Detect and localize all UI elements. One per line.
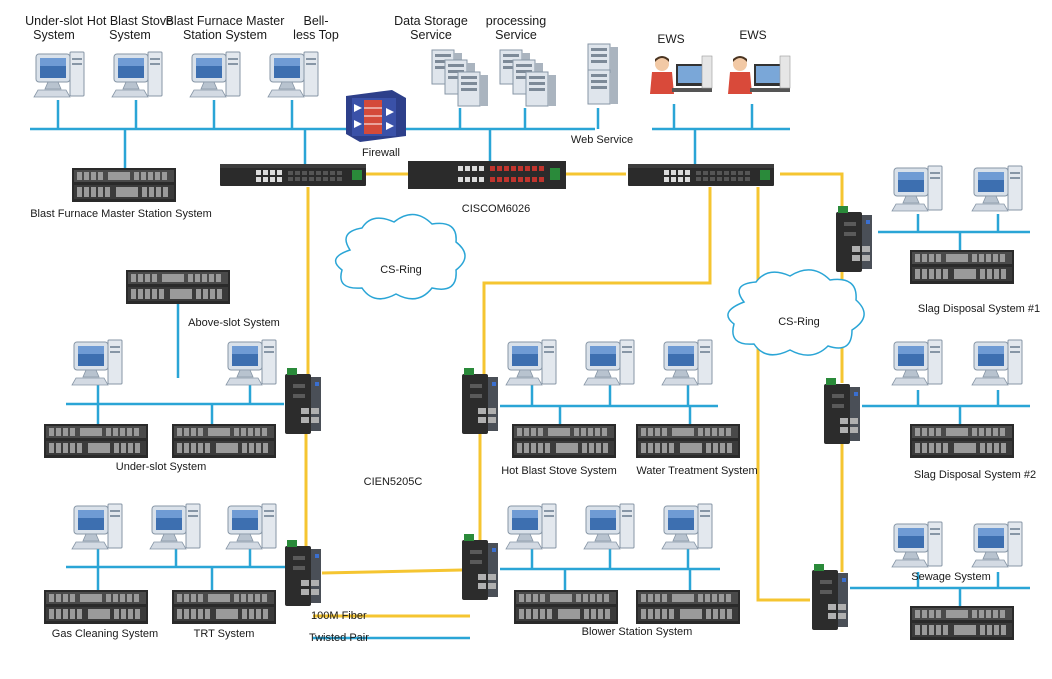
processing-servers — [499, 49, 557, 107]
blower-workstation — [583, 503, 635, 550]
cien-switch — [285, 368, 321, 434]
trt-server — [172, 590, 276, 624]
label-under-slot-system: Under-slot System — [25, 14, 83, 42]
gas-cleaning-server — [44, 590, 148, 624]
hot-blast-server — [512, 424, 616, 458]
fiber-link — [780, 172, 844, 208]
above-slot-server — [126, 270, 230, 304]
under-slot-workstation — [71, 339, 123, 386]
label-web-service: Web Service — [570, 134, 634, 146]
bf-master-server — [72, 168, 176, 202]
twisted-pair-links — [30, 100, 1030, 640]
legend-twisted-pair-label: Twisted Pair — [309, 632, 369, 644]
fiber-link — [321, 568, 463, 575]
rack-switch-left — [220, 164, 366, 186]
fiber-link — [482, 187, 712, 375]
cien-switch — [462, 368, 498, 434]
label-trt-system: TRT System — [193, 628, 255, 640]
label-firewall: Firewall — [362, 147, 400, 159]
cien-switch — [812, 564, 848, 630]
slag-2-workstation — [891, 339, 943, 386]
under-slot-server — [44, 424, 148, 458]
label-ews: EWS — [739, 28, 767, 42]
legend-fiber-label: 100M Fiber — [311, 610, 367, 622]
label-hot-blast-stove-system: Hot Blast Stove System — [86, 14, 174, 42]
label-ews: EWS — [657, 32, 685, 46]
hot-blast-workstation — [583, 339, 635, 386]
cien-switch — [836, 206, 872, 272]
sewage-workstation — [891, 521, 943, 568]
fiber-link — [756, 187, 810, 602]
fiber-links — [304, 172, 844, 618]
ews-workstation — [727, 55, 791, 95]
label-blower-station-system: Blower Station System — [581, 626, 693, 638]
label-sewage-system: Sewage System — [911, 571, 991, 583]
ews-workstation — [649, 55, 713, 95]
label-under-slot-system: Under-slot System — [115, 461, 207, 473]
cien-switch — [462, 534, 498, 600]
label-gas-cleaning-system: Gas Cleaning System — [51, 628, 159, 640]
label-cs-ring: CS-Ring — [380, 264, 422, 276]
sewage-workstation — [971, 521, 1023, 568]
trt-workstation — [225, 503, 277, 550]
blower-server — [514, 590, 618, 624]
cs-ring-cloud — [334, 213, 466, 300]
under-slot-workstation — [33, 51, 85, 98]
hot-blast-workstation — [111, 51, 163, 98]
firewall-icon — [346, 90, 406, 142]
slag-1-server — [910, 250, 1014, 284]
slag-1-workstation — [891, 165, 943, 212]
bf-master-workstation — [189, 51, 241, 98]
data-storage-servers — [431, 49, 489, 107]
label-hot-blast-stove-system: Hot Blast Stove System — [501, 465, 617, 477]
blower-workstation — [505, 503, 557, 550]
label-slag-disposal-2: Slag Disposal System #2 — [913, 469, 1037, 481]
web-server — [587, 43, 619, 105]
blower-server — [636, 590, 740, 624]
trt-workstation — [149, 503, 201, 550]
label-water-treatment-system: Water Treatment System — [636, 465, 758, 477]
slag-2-server — [910, 424, 1014, 458]
gas-cleaning-workstation — [71, 503, 123, 550]
rack-switch-right — [628, 164, 774, 186]
label-data-storage-service: Data Storage Service — [394, 14, 468, 42]
under-slot-workstation — [225, 339, 277, 386]
label-above-slot-system: Above-slot System — [188, 317, 280, 329]
blower-workstation — [661, 503, 713, 550]
label-slag-disposal-1: Slag Disposal System #1 — [917, 303, 1041, 315]
label-cs-ring: CS-Ring — [778, 316, 820, 328]
ciscom-core-switch — [408, 161, 566, 189]
slag-1-workstation — [971, 165, 1023, 212]
cien-switch — [285, 540, 321, 606]
water-treatment-server — [636, 424, 740, 458]
label-bf-master-server: Blast Furnace Master Station System — [30, 208, 212, 220]
water-treatment-workstation — [661, 339, 713, 386]
label-processing-service: processing Service — [485, 14, 547, 42]
under-slot-server — [172, 424, 276, 458]
sewage-server — [910, 606, 1014, 640]
cien-switch — [824, 378, 860, 444]
label-cien5205c: CIEN5205C — [363, 476, 423, 488]
label-bf-master-station-system: Blast Furnace Master Station System — [165, 14, 285, 42]
bell-less-workstation — [267, 51, 319, 98]
label-bell-less-top: Bell-less Top — [293, 14, 339, 42]
label-ciscom6026: CISCOM6026 — [461, 203, 531, 215]
hot-blast-workstation — [505, 339, 557, 386]
slag-2-workstation — [971, 339, 1023, 386]
cs-ring-cloud — [727, 269, 865, 356]
